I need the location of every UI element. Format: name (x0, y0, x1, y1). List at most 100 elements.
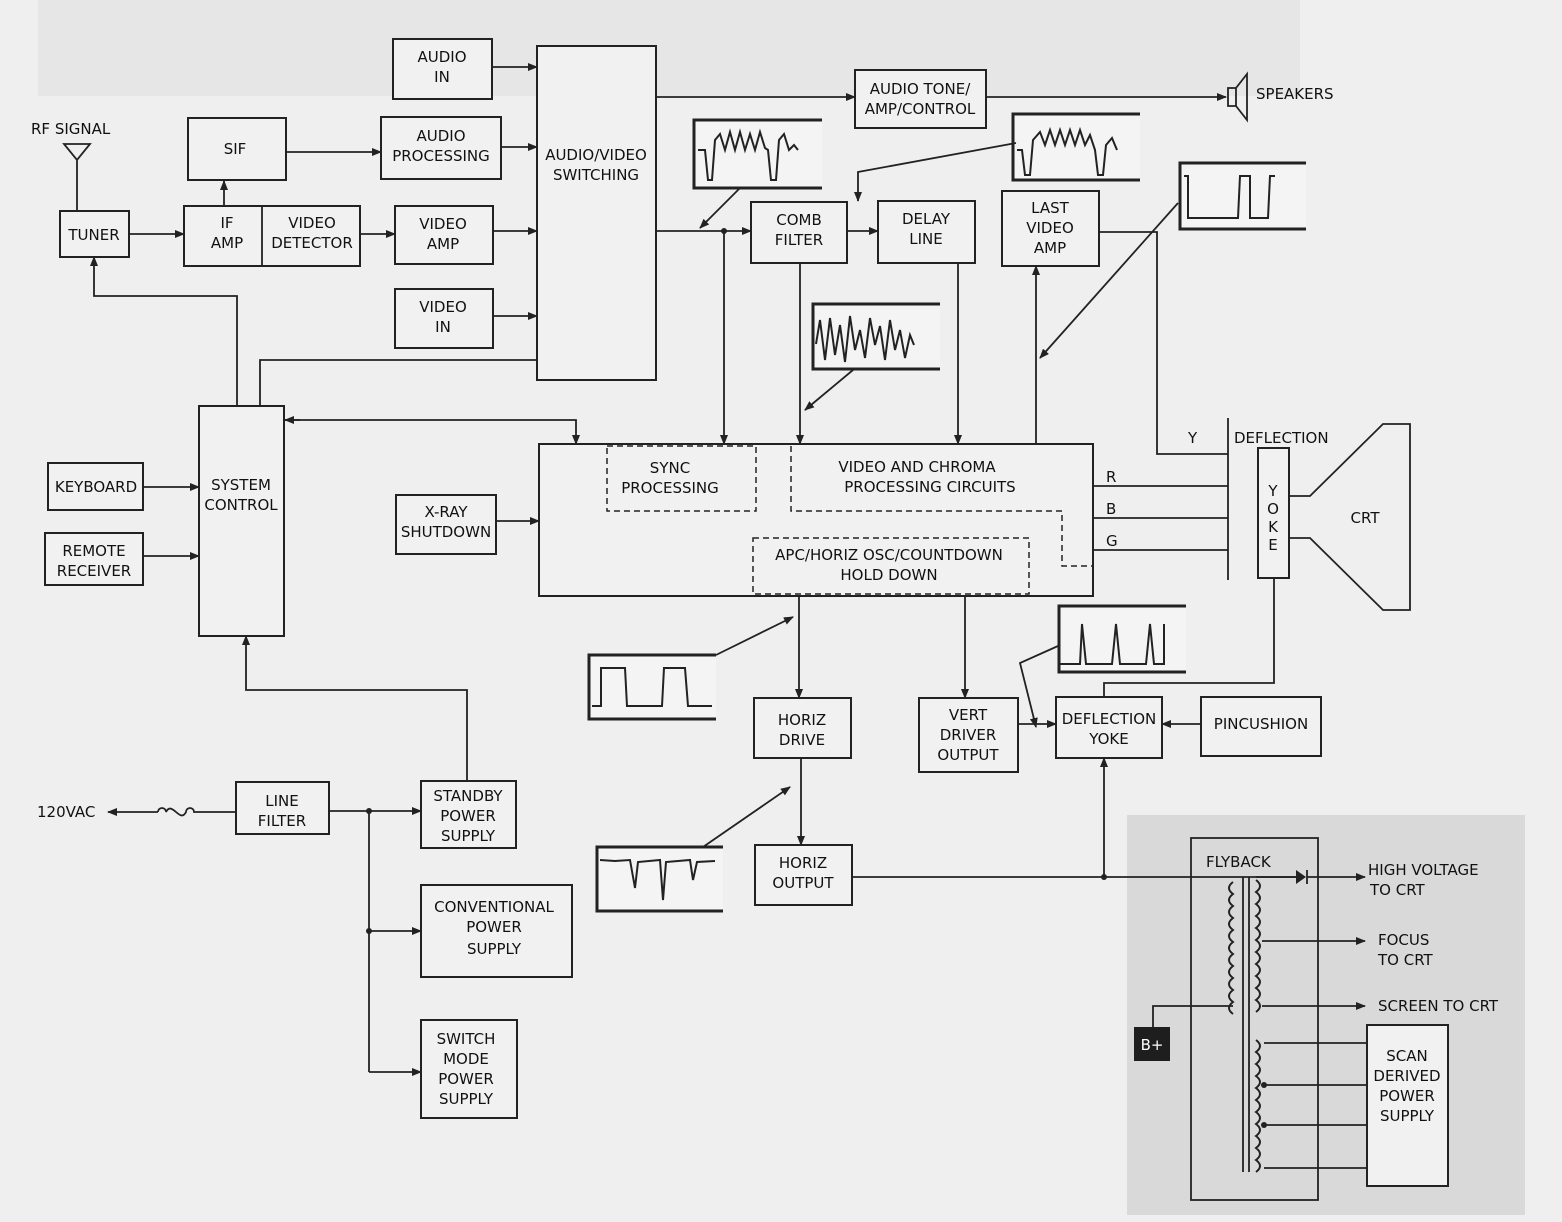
sif-block: SIF (187, 117, 287, 181)
video-amp-block: VIDEO AMP (394, 205, 494, 265)
apc-horiz-label-1: APC/HORIZ OSC/COUNTDOWN (775, 546, 1003, 564)
video-detector-label-2: DETECTOR (271, 234, 353, 252)
keyboard-label: KEYBOARD (55, 478, 137, 496)
audio-in-label-2: IN (434, 68, 450, 86)
conventional-ps-label-2: POWER (466, 918, 522, 936)
r-signal-label: R (1106, 468, 1116, 486)
video-in-label-2: IN (435, 318, 451, 336)
conventional-power-supply-block: CONVENTIONAL POWER SUPPLY (420, 884, 573, 978)
standby-power-supply-block: STANDBY POWER SUPPLY (420, 780, 517, 849)
flyback-label: FLYBACK (1206, 853, 1272, 871)
xray-shutdown-label-2: SHUTDOWN (401, 523, 491, 541)
horiz-drive-block: HORIZ DRIVE (753, 697, 852, 759)
remote-receiver-label-1: REMOTE (62, 542, 125, 560)
remote-receiver-label-2: RECEIVER (57, 562, 131, 580)
system-control-label-2: CONTROL (204, 496, 278, 514)
top-band (38, 0, 1300, 96)
video-chroma-label-2: PROCESSING CIRCUITS (844, 478, 1015, 496)
video-amp-label-1: VIDEO (419, 215, 467, 233)
line-filter-label-2: FILTER (258, 812, 306, 830)
diode-icon (1296, 870, 1306, 884)
yoke-letter-4: E (1268, 536, 1277, 554)
waveform-scope-7 (595, 786, 791, 913)
system-control-block: SYSTEM CONTROL (198, 405, 285, 637)
sync-processing-label-2: PROCESSING (621, 479, 719, 497)
audio-processing-block: AUDIO PROCESSING (380, 116, 502, 180)
high-voltage-label-1: HIGH VOLTAGE (1368, 861, 1479, 879)
scan-derived-ps-label-2: DERIVED (1373, 1067, 1440, 1085)
xray-shutdown-label-1: X-RAY (424, 503, 468, 521)
keyboard-block: KEYBOARD (47, 462, 144, 511)
speakers-label: SPEAKERS (1256, 85, 1334, 103)
switch-mode-ps-label-1: SWITCH (437, 1030, 496, 1048)
waveform-scope-5 (587, 616, 794, 721)
yoke-block (1257, 447, 1290, 579)
pincushion-block: PINCUSHION (1200, 696, 1322, 757)
focus-label-1: FOCUS (1378, 931, 1429, 949)
delay-line-block: DELAY LINE (877, 200, 976, 264)
horiz-output-label-1: HORIZ (779, 854, 827, 872)
speaker-icon (1227, 71, 1248, 123)
deflection-yoke-label-2: YOKE (1088, 730, 1128, 748)
comb-filter-label-2: FILTER (775, 231, 823, 249)
b-signal-label: B (1106, 500, 1116, 518)
waveform-scope-4 (804, 302, 940, 411)
scan-derived-ps-label-3: POWER (1379, 1087, 1435, 1105)
conventional-ps-label-3: SUPPLY (467, 940, 522, 958)
xray-shutdown-block: X-RAY SHUTDOWN (395, 494, 497, 555)
screen-label: SCREEN TO CRT (1378, 997, 1499, 1015)
switch-mode-ps-label-3: POWER (438, 1070, 494, 1088)
video-amp-label-2: AMP (427, 235, 459, 253)
audio-tone-label-2: AMP/CONTROL (865, 100, 976, 118)
g-signal-label: G (1106, 532, 1118, 550)
line-filter-label-1: LINE (265, 792, 298, 810)
audio-tone-block: AUDIO TONE/ AMP/CONTROL (854, 69, 987, 129)
vert-driver-block: VERT DRIVER OUTPUT (918, 697, 1019, 773)
last-video-amp-label-2: VIDEO (1026, 219, 1074, 237)
scan-coil-icon (1254, 1039, 1261, 1173)
horiz-output-label-2: OUTPUT (772, 874, 834, 892)
standby-ps-label-3: SUPPLY (441, 827, 496, 845)
primary-coil-icon (1228, 881, 1235, 1015)
secondary-coil-icon (1254, 879, 1261, 1013)
video-detector-label-1: VIDEO (288, 214, 336, 232)
high-voltage-label-2: TO CRT (1369, 881, 1426, 899)
system-control-label-1: SYSTEM (211, 476, 271, 494)
standby-ps-label-1: STANDBY (433, 787, 503, 805)
focus-label-2: TO CRT (1377, 951, 1434, 969)
vert-driver-label-2: DRIVER (940, 726, 997, 744)
video-chroma-label-1: VIDEO AND CHROMA (838, 458, 996, 476)
audio-processing-label-2: PROCESSING (392, 147, 490, 165)
yoke-letter-1: Y (1267, 482, 1278, 500)
deflection-label: DEFLECTION (1234, 429, 1329, 447)
comb-filter-label-1: COMB (776, 211, 822, 229)
deflection-yoke-label-1: DEFLECTION (1062, 710, 1157, 728)
sync-processing-label-1: SYNC (650, 459, 690, 477)
video-in-block: VIDEO IN (394, 288, 494, 349)
yoke-letter-2: O (1267, 500, 1279, 518)
vert-driver-label-3: OUTPUT (937, 746, 999, 764)
yoke-letter-3: K (1268, 518, 1279, 536)
av-switching-label-1: AUDIO/VIDEO (545, 146, 647, 164)
waveform-scope-3 (1039, 161, 1306, 359)
deflection-yoke-block: DEFLECTION YOKE (1055, 696, 1163, 759)
av-switching-block: AUDIO/VIDEO SWITCHING (536, 45, 657, 381)
main-processing-block: SYNC PROCESSING VIDEO AND CHROMA PROCESS… (538, 443, 1094, 597)
last-video-amp-block: LAST VIDEO AMP (1001, 190, 1100, 267)
y-signal-label: Y (1187, 429, 1198, 447)
horiz-drive-label-2: DRIVE (779, 731, 825, 749)
sif-label: SIF (224, 140, 247, 158)
if-amp-label-1: IF (220, 214, 233, 232)
apc-horiz-label-2: HOLD DOWN (840, 566, 937, 584)
b-plus-badge (1134, 1027, 1170, 1061)
waveform-scope-2 (854, 112, 1140, 202)
av-switching-label-2: SWITCHING (553, 166, 639, 184)
b-plus-label: B+ (1141, 1036, 1164, 1054)
flyback-panel (1127, 815, 1525, 1215)
standby-ps-label-2: POWER (440, 807, 496, 825)
vac-label: 120VAC (37, 803, 95, 821)
audio-tone-label-1: AUDIO TONE/ (870, 80, 971, 98)
last-video-amp-label-1: LAST (1031, 199, 1069, 217)
waveform-scope-6 (1018, 604, 1186, 728)
